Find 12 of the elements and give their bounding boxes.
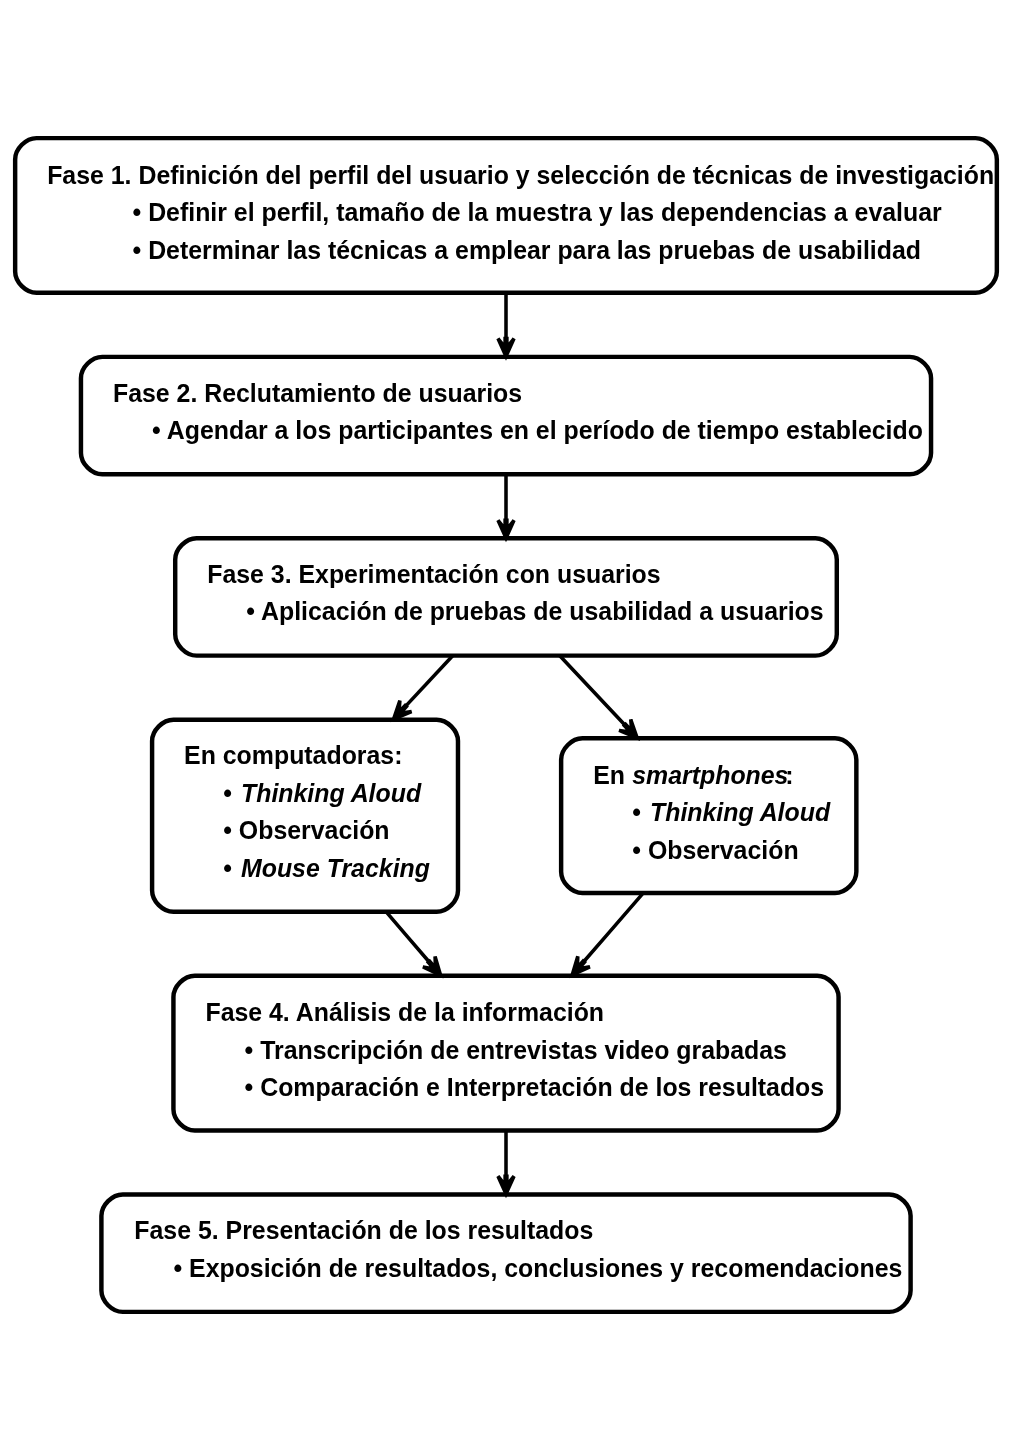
node-box: En computadoras: • Thinking Aloud • Observación • Mouse Tracking [149, 716, 461, 914]
arrow [496, 1130, 516, 1196]
node-box: Fase 4. Análisis de la información • Transcripción de entrevistas video grabadas • Comparación e Interpretación de los resultados [171, 973, 841, 1133]
node-box: Fase 3. Experimentación con usuarios • Aplicación de pruebas de usabilidad a usuarios [173, 535, 839, 658]
node-box: Fase 2. Reclutamiento de usuarios • Agendar a los participantes en el período de tiempo establecido [78, 354, 934, 476]
arrow [558, 654, 639, 740]
node-box: Fase 1. Definición del perfil del usuario y selección de técnicas de investigación • Definir el perfil, tamaño de la muestra y las dependencias a evaluar • Determinar las técnicas a emplear para las pruebas de usabilidad [12, 135, 1000, 295]
arrow [496, 474, 516, 540]
arrow [496, 292, 516, 358]
node-box: En smartphones: • Thinking Aloud • Observación [558, 735, 859, 895]
node-box: Fase 5. Presentación de los resultados • Exposición de resultados, conclusiones y recomendaciones [99, 1191, 913, 1314]
arrow [391, 654, 454, 721]
